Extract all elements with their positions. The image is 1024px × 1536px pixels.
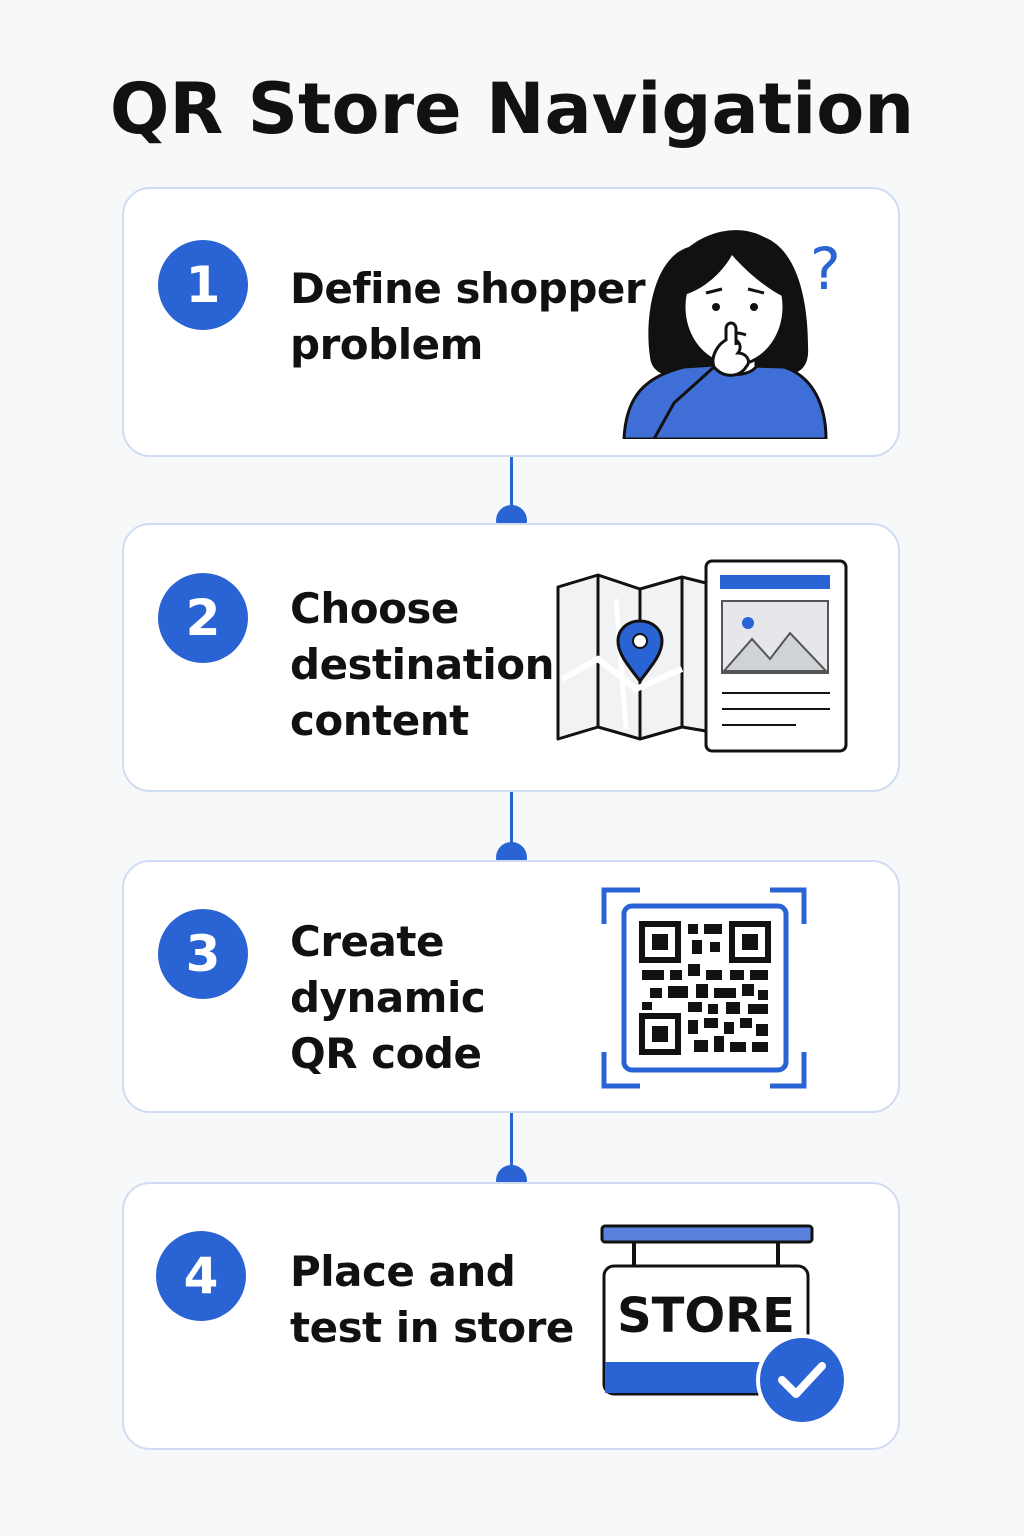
step-number-badge: 2	[158, 573, 248, 663]
map-and-page-icon	[556, 559, 848, 753]
connector-line	[510, 457, 513, 521]
step-label: Define shopper problem	[290, 264, 646, 369]
step-card-4: 4 Place and test in store STORE	[122, 1182, 900, 1450]
step-number-badge: 3	[158, 909, 248, 999]
confused-shopper-icon: ?	[622, 230, 841, 439]
step-card-3: 3 Create dynamic QR code	[122, 860, 900, 1113]
step-label: Place and test in store	[290, 1247, 574, 1352]
svg-text:?: ?	[810, 235, 841, 303]
connector-line	[510, 792, 513, 856]
step-number-badge: 4	[156, 1231, 246, 1321]
qr-code-icon	[601, 887, 807, 1089]
step-label: Create dynamic QR code	[290, 917, 486, 1078]
step-card-2: 2 Choose destination content	[122, 523, 900, 792]
store-sign-text: STORE	[617, 1288, 795, 1344]
step-number-badge: 1	[158, 240, 248, 330]
page-title: QR Store Navigation	[109, 68, 915, 150]
store-sign-check-icon: STORE	[600, 1224, 848, 1426]
step-card-1: 1 Define shopper problem ?	[122, 187, 900, 457]
step-label: Choose destination content	[290, 584, 555, 745]
connector-line	[510, 1113, 513, 1179]
